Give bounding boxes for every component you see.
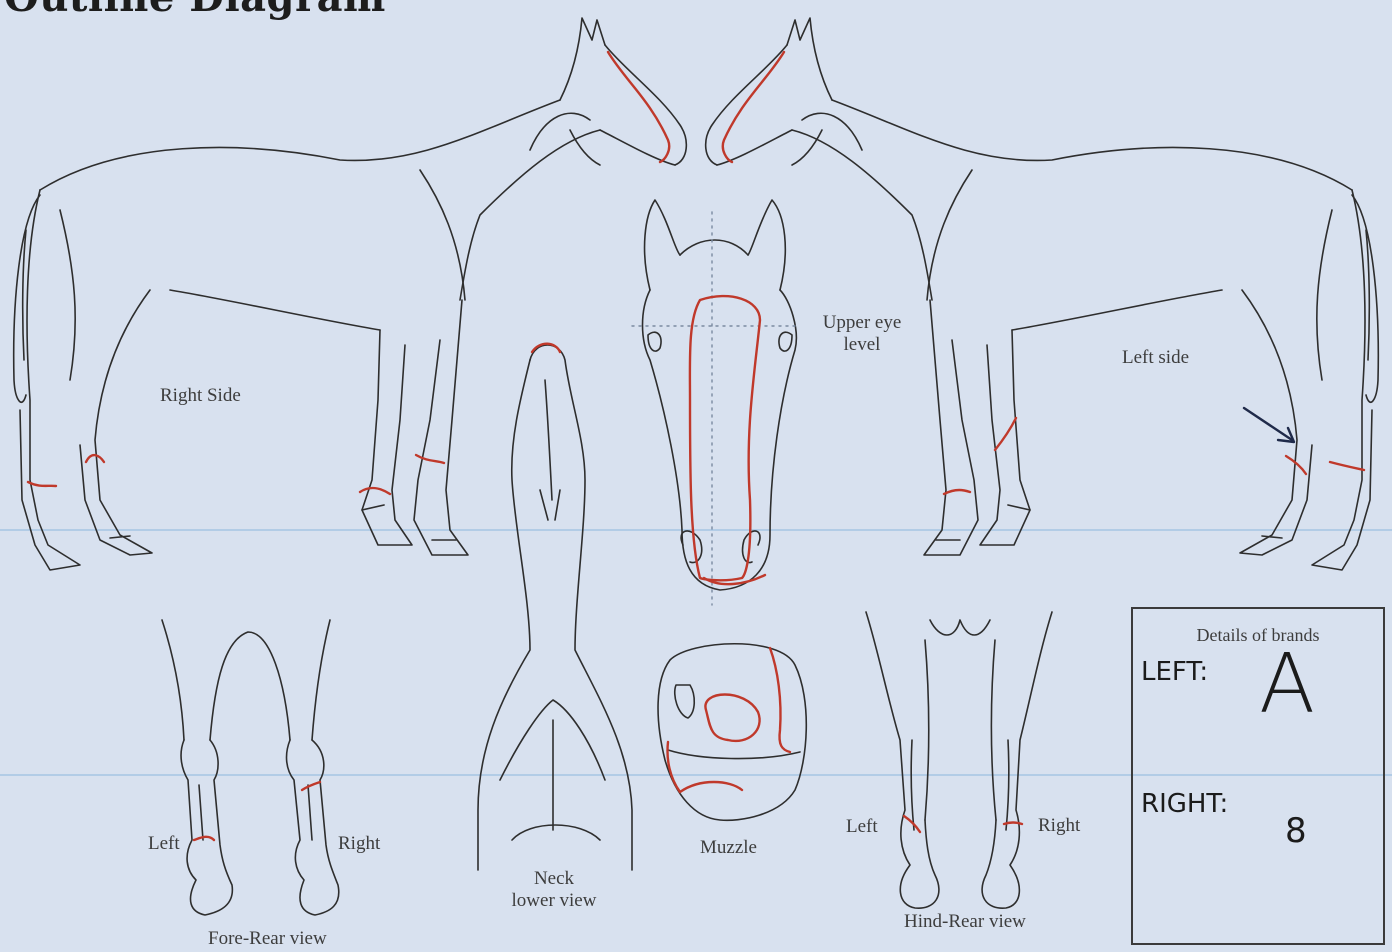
head-front-view-outline: [643, 200, 797, 590]
brand-left-value: A: [1259, 637, 1315, 732]
diagram-title: Outline Diagram: [4, 0, 386, 21]
label-left-side: Left side: [1122, 347, 1189, 369]
label-upper-eye-level-line1: Upper eye: [812, 312, 912, 334]
label-muzzle: Muzzle: [700, 837, 757, 859]
label-neck-line2: lower view: [494, 890, 614, 912]
label-fore-right: Right: [338, 833, 380, 855]
brand-details-box: Details of brands LEFT: A RIGHT: 8: [1131, 607, 1385, 945]
hind-rear-view-outline: [866, 612, 1052, 908]
label-upper-eye-level-line2: level: [812, 334, 912, 356]
neck-lower-view-outline: [478, 345, 632, 870]
brand-right-label: RIGHT:: [1141, 789, 1228, 819]
label-fore-rear-view: Fore-Rear view: [208, 928, 327, 950]
label-upper-eye-level: Upper eye level: [812, 312, 912, 356]
label-hind-right: Right: [1038, 815, 1080, 837]
horse-left-side-outline: [706, 18, 1379, 570]
label-fore-left: Left: [148, 833, 180, 855]
brand-left-label: LEFT:: [1141, 657, 1208, 687]
label-hind-rear-view: Hind-Rear view: [904, 911, 1026, 933]
brand-details-heading: Details of brands: [1133, 625, 1383, 646]
label-neck-lower-view: Neck lower view: [494, 868, 614, 912]
fore-rear-view-outline: [162, 620, 339, 915]
muzzle-view-outline: [658, 644, 806, 821]
label-right-side: Right Side: [160, 385, 241, 407]
brand-right-value: 8: [1285, 811, 1307, 851]
arrow-pointer-icon: [1244, 408, 1294, 442]
eye-level-guide-lines: [632, 212, 800, 605]
label-hind-left: Left: [846, 816, 878, 838]
label-neck-line1: Neck: [494, 868, 614, 890]
